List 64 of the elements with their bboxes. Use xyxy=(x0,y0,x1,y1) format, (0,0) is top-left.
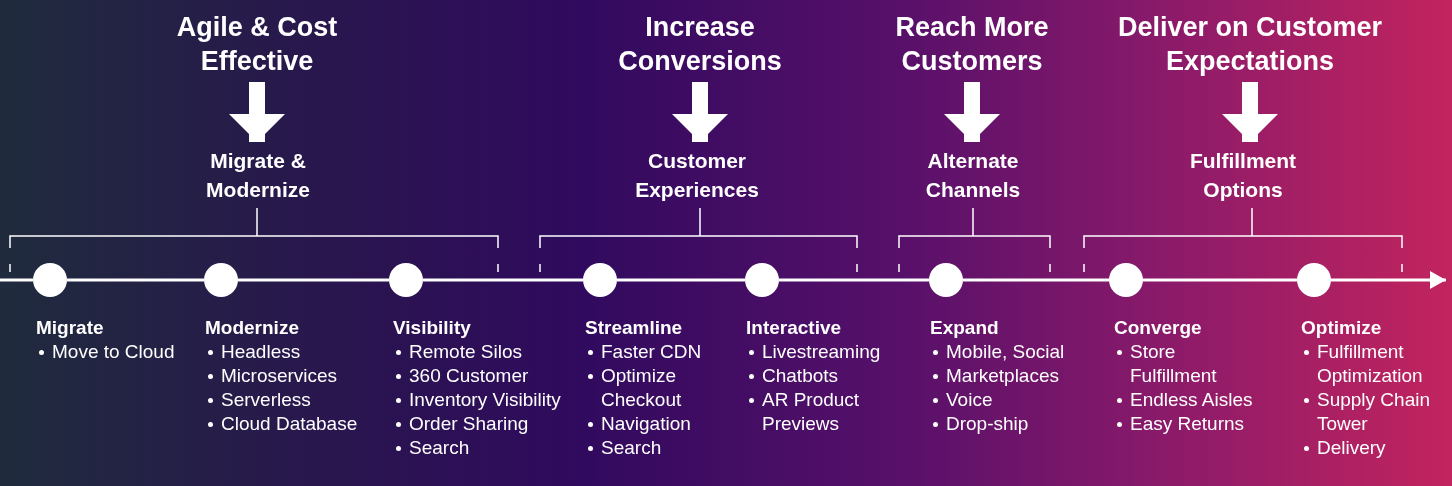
timeline-dot xyxy=(745,263,779,297)
stage-title: Migrate xyxy=(36,316,105,340)
timeline-dot xyxy=(389,263,423,297)
timeline-line xyxy=(0,278,33,282)
stage-title: Converge xyxy=(1114,316,1203,340)
bullet-item: Navigation xyxy=(601,412,692,436)
bullet-item: Supply Chain Tower xyxy=(1317,388,1432,436)
timeline-dot xyxy=(1109,263,1143,297)
bullet-item: Remote Silos xyxy=(409,340,523,364)
bullet-item: Easy Returns xyxy=(1130,412,1246,436)
timeline-line xyxy=(1143,278,1297,282)
timeline-line xyxy=(238,278,389,282)
bullet-item: Optimize Checkout xyxy=(601,364,683,412)
bullet-item: Livestreaming xyxy=(762,340,882,364)
strategy-heading: Alternate Channels xyxy=(888,146,1058,204)
stage-title: Visibility xyxy=(393,316,472,340)
stage-title: Optimize xyxy=(1301,316,1383,340)
bullet-item: Store Fulfillment xyxy=(1130,340,1218,388)
bullet-item: Voice xyxy=(946,388,994,412)
stage-title: Streamline xyxy=(585,316,684,340)
bullet-item: Move to Cloud xyxy=(52,340,176,364)
bullet-item: Mobile, Social xyxy=(946,340,1066,364)
timeline-line xyxy=(617,278,745,282)
bullet-item: 360 Customer xyxy=(409,364,530,388)
bullet-item: Microservices xyxy=(221,364,339,388)
down-arrow xyxy=(1222,82,1278,142)
timeline-dot xyxy=(204,263,238,297)
bullet-item: Inventory Visibility xyxy=(409,388,562,412)
bullet-item: Order Sharing xyxy=(409,412,530,436)
bullet-item: Serverless xyxy=(221,388,312,412)
timeline-dot xyxy=(929,263,963,297)
timeline-line xyxy=(423,278,583,282)
timeline-dot xyxy=(33,263,67,297)
stage-title: Expand xyxy=(930,316,1000,340)
down-arrow xyxy=(672,82,728,142)
bullet-item: Delivery xyxy=(1317,436,1387,460)
goal-heading: Deliver on Customer Expectations xyxy=(1095,10,1405,78)
bullet-item: Marketplaces xyxy=(946,364,1060,388)
strategy-heading: Customer Experiences xyxy=(612,146,782,204)
bullet-item: Search xyxy=(601,436,663,460)
bullet-item: Drop-ship xyxy=(946,412,1030,436)
bullet-item: Fulfillment Optimization xyxy=(1317,340,1424,388)
goal-heading: Increase Conversions xyxy=(575,10,825,78)
bullet-item: Endless Aisles xyxy=(1130,388,1254,412)
down-arrow xyxy=(944,82,1000,142)
bullet-item: AR Product Previews xyxy=(762,388,861,436)
timeline-arrow xyxy=(1331,271,1446,289)
goal-heading: Agile & Cost Effective xyxy=(132,10,382,78)
strategy-heading: Fulfillment Options xyxy=(1158,146,1328,204)
timeline-line xyxy=(779,278,929,282)
bullet-item: Chatbots xyxy=(762,364,840,388)
down-arrow xyxy=(229,82,285,142)
timeline-dot xyxy=(1297,263,1331,297)
bullet-item: Faster CDN xyxy=(601,340,703,364)
stage-title: Interactive xyxy=(746,316,843,340)
bullet-item: Cloud Database xyxy=(221,412,359,436)
strategy-heading: Migrate & Modernize xyxy=(173,146,343,204)
goal-heading: Reach More Customers xyxy=(847,10,1097,78)
timeline-line xyxy=(963,278,1109,282)
bullet-item: Search xyxy=(409,436,471,460)
stage-title: Modernize xyxy=(205,316,300,340)
bullet-item: Headless xyxy=(221,340,302,364)
timeline-dot xyxy=(583,263,617,297)
timeline-line xyxy=(67,278,204,282)
